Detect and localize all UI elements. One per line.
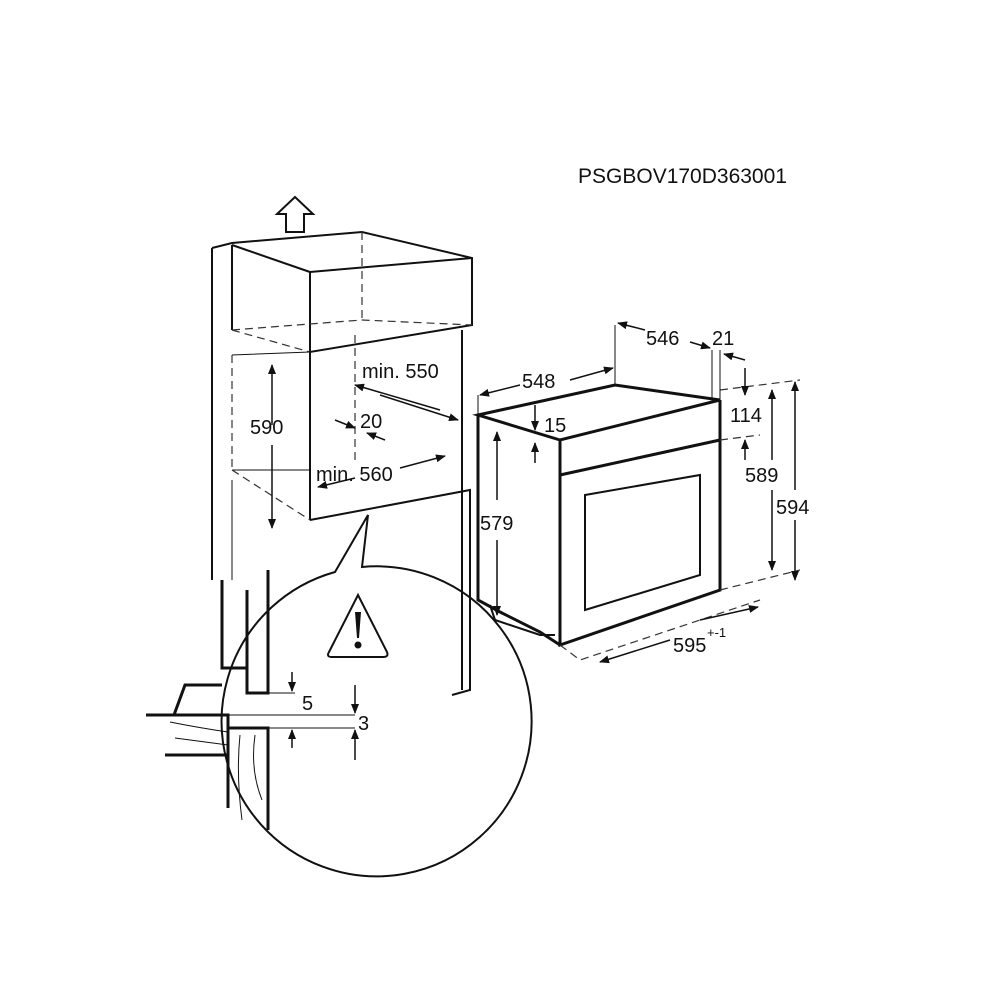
detail-gap-b-label: 3	[358, 713, 369, 735]
oven-width-label: 595	[673, 635, 706, 657]
detail-gap-a-label: 5	[302, 693, 313, 715]
model-code: PSGBOV170D363001	[578, 165, 787, 188]
warning-icon	[327, 592, 389, 658]
niche-height-label: 590	[250, 417, 283, 439]
oven-front-thickness-label: 21	[712, 328, 734, 350]
cabinet	[211, 230, 473, 696]
oven-total-height-label: 594	[776, 497, 809, 519]
oven-panel-height-label: 114	[730, 405, 762, 427]
niche-gap-label: 20	[360, 411, 382, 433]
oven-body-height-label: 589	[745, 465, 778, 487]
oven-depth-body-label: 546	[646, 328, 679, 350]
oven-depth-total-label: 548	[522, 371, 555, 393]
oven-side-height-label: 579	[480, 513, 513, 535]
niche-width-label: min. 560	[316, 464, 393, 486]
oven	[472, 383, 722, 648]
niche-depth-label: min. 550	[362, 361, 439, 383]
lift-arrow-icon	[274, 195, 316, 233]
oven-width-tolerance-label: +-1	[707, 625, 726, 640]
detail-callout: 5 3	[146, 514, 533, 878]
oven-top-offset-label: 15	[544, 415, 566, 437]
